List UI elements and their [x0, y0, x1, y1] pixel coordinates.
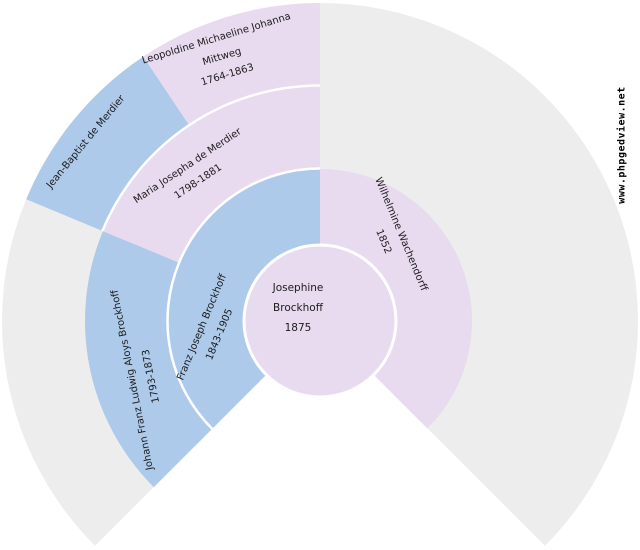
- phpgedview-watermark: www.phpgedview.net: [616, 86, 628, 204]
- person-label-line: Josephine: [272, 282, 324, 294]
- person-label-line: Brockhoff: [273, 302, 323, 314]
- fan-segment-maria-josepha-de-merdier[interactable]: [102, 86, 320, 263]
- ring-divider: [101, 84, 321, 232]
- fan-segment-leopoldine-michaeline-johanna-mittweg[interactable]: [143, 3, 320, 126]
- ring-divider: [166, 167, 321, 430]
- person-label-line: 1875: [284, 322, 312, 334]
- fan-segment-jean-baptist-de-merdier[interactable]: [26, 56, 190, 232]
- fan-segment-wilhelmine-wachendorff[interactable]: [320, 169, 472, 429]
- fan-segment-franz-joseph-brockhoff[interactable]: [168, 169, 320, 429]
- fan-center-circle-josephine-brockhoff[interactable]: [242, 243, 398, 399]
- fan-segment-johann-franz-ludwig-aloys-brockhoff[interactable]: [85, 231, 213, 488]
